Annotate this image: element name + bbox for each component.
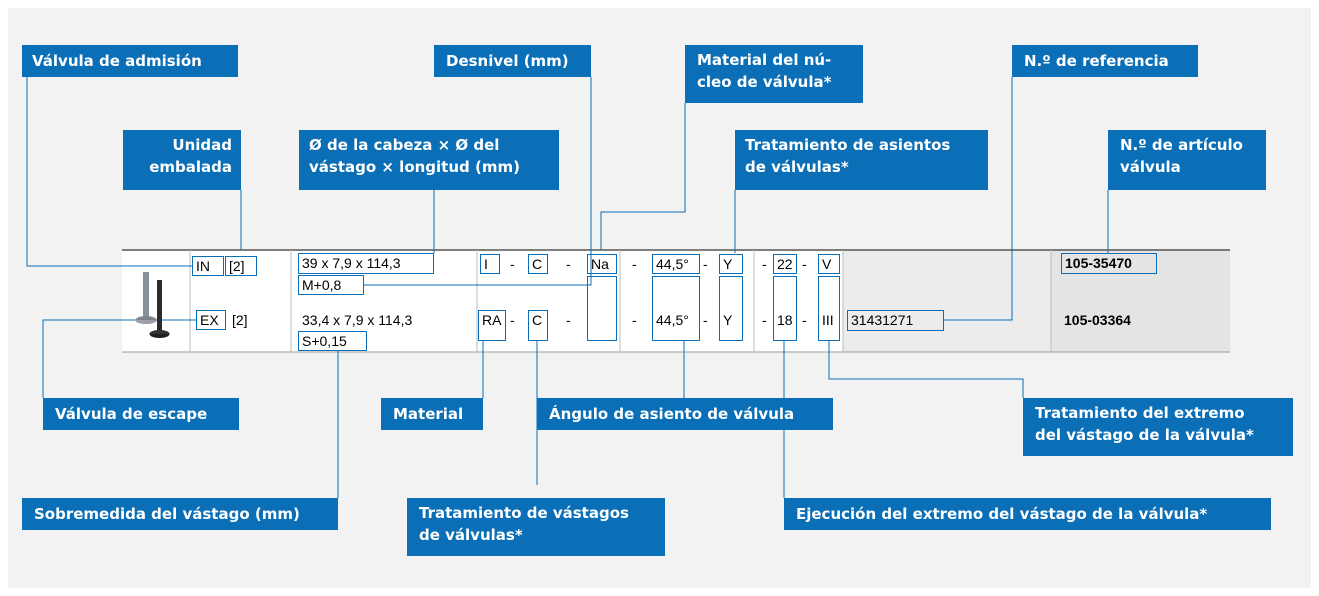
article-column-bg <box>1051 250 1230 352</box>
row1-seat-treat: Y <box>719 254 743 274</box>
row2-sep6: - <box>802 312 807 328</box>
row2-stem-treat: C <box>528 310 548 341</box>
row1-material: I <box>480 254 500 274</box>
row1-oversize: M+0,8 <box>298 275 364 295</box>
row2-end-exec: 18 <box>773 276 797 341</box>
label-diametros: Ø de la cabeza × Ø del vástago × longitu… <box>299 130 559 190</box>
row1-stem-treat: C <box>528 254 548 274</box>
row1-article: 105-35470 <box>1061 253 1157 274</box>
row2-dims: 33,4 x 7,9 x 114,3 <box>302 312 413 328</box>
reference-column-bg <box>843 250 1051 352</box>
row1-sep4: - <box>703 256 708 272</box>
row2-reference: 31431271 <box>847 310 944 331</box>
row2-oversize: S+0,15 <box>298 331 367 351</box>
row2-sep2: - <box>566 312 571 328</box>
row2-sep3: - <box>632 312 637 328</box>
label-numero-articulo: N.º de artículo válvula <box>1108 130 1266 190</box>
row1-angle: 44,5° <box>652 254 700 274</box>
label-sobremedida: Sobremedida del vástago (mm) <box>22 498 338 530</box>
label-unidad-embalada: Unidad embalada <box>123 130 241 190</box>
row2-article: 105-03364 <box>1064 312 1131 328</box>
row1-end-treat: V <box>818 254 840 274</box>
row2-angle: 44,5° <box>652 276 700 341</box>
row2-unit: [2] <box>232 312 248 328</box>
row1-core: Na <box>587 254 617 274</box>
row2-core <box>587 276 617 341</box>
label-tratamiento-extremo: Tratamiento del extremo del vástago de l… <box>1023 398 1293 456</box>
row2-end-treat: III <box>818 276 840 341</box>
row1-dims: 39 x 7,9 x 114,3 <box>298 253 434 274</box>
label-desnivel: Desnivel (mm) <box>434 45 591 77</box>
row1-sep5: - <box>762 256 767 272</box>
row2-sep5: - <box>762 312 767 328</box>
row2-sep1: - <box>510 312 515 328</box>
row1-end-exec: 22 <box>773 254 797 274</box>
label-valvula-admision: Válvula de admisión <box>22 45 238 77</box>
row1-sep1: - <box>510 256 515 272</box>
row1-type: IN <box>192 256 224 276</box>
row1-sep6: - <box>802 256 807 272</box>
row1-sep3: - <box>632 256 637 272</box>
row2-seat-treat: Y <box>719 276 743 341</box>
label-angulo-asiento: Ángulo de asiento de válvula <box>537 398 833 430</box>
row2-material: RA <box>478 310 506 341</box>
row1-unit: [2] <box>225 256 257 276</box>
row2-sep4: - <box>703 312 708 328</box>
row1-sep2: - <box>566 256 571 272</box>
label-numero-referencia: N.º de referencia <box>1012 45 1198 77</box>
label-material-nucleo: Material del nú- cleo de válvula* <box>685 45 863 103</box>
label-valvula-escape: Válvula de escape <box>43 398 239 430</box>
label-tratamiento-asientos: Tratamiento de asientos de válvulas* <box>735 130 988 190</box>
row2-type: EX <box>196 310 226 330</box>
label-tratamiento-vastagos: Tratamiento de vástagos de válvulas* <box>407 498 665 556</box>
label-ejecucion-extremo: Ejecución del extremo del vástago de la … <box>784 498 1271 530</box>
label-material: Material <box>381 398 483 430</box>
